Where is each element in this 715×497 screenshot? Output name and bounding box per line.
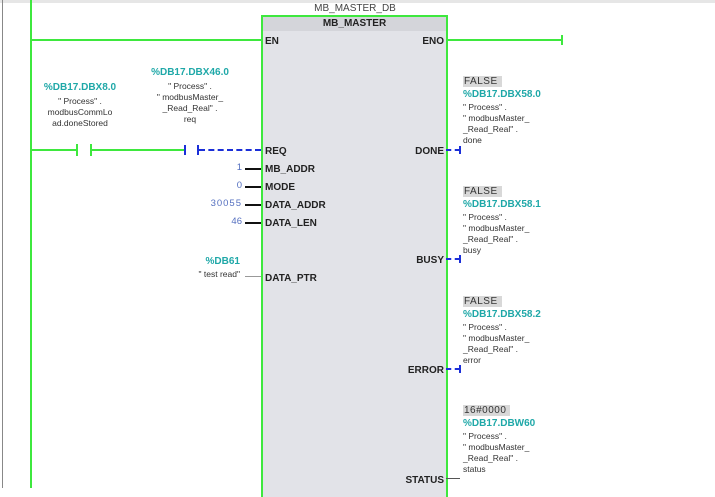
status-wire <box>446 478 460 479</box>
busy-symbol: " Process" . " modbusMaster_ _Read_Real"… <box>463 212 530 255</box>
busy-operand[interactable]: FALSE %DB17.DBX58.1 " Process" . " modbu… <box>463 181 541 256</box>
mode-value[interactable]: 0 <box>236 180 242 191</box>
pin-en: EN <box>265 36 279 47</box>
pin-data-len: DATA_LEN <box>265 218 317 229</box>
pin-data-ptr: DATA_PTR <box>265 273 317 284</box>
contact-2-label: %DB17.DBX46.0 " Process" . " modbusMaste… <box>148 67 232 125</box>
mb-master-block[interactable]: MB_MASTER EN REQ MB_ADDR MODE DATA_ADDR … <box>261 15 448 497</box>
pin-eno: ENO <box>422 36 444 47</box>
wire <box>245 186 261 188</box>
contact-2-address: %DB17.DBX46.0 <box>151 67 229 78</box>
done-coil-bar <box>459 146 461 154</box>
contact-right-bar <box>197 145 199 155</box>
pin-mb-addr: MB_ADDR <box>265 164 315 175</box>
window-edge <box>2 0 3 488</box>
eno-wire <box>446 39 562 41</box>
power-rail <box>30 0 32 488</box>
block-title: MB_MASTER <box>263 17 446 31</box>
data-ptr-operand[interactable]: %DB61 " test read" <box>180 256 240 280</box>
data-len-value[interactable]: 46 <box>231 216 242 227</box>
rung-wire <box>91 149 185 151</box>
instance-db-label: MB_MASTER_DB <box>314 3 396 14</box>
error-operand[interactable]: FALSE %DB17.DBX58.2 " Process" . " modbu… <box>463 291 541 366</box>
top-band <box>0 0 715 3</box>
pin-req: REQ <box>265 146 287 157</box>
error-address: %DB17.DBX58.2 <box>463 309 541 320</box>
contact-1-address: %DB17.DBX8.0 <box>43 82 117 93</box>
mb-addr-value[interactable]: 1 <box>236 162 242 173</box>
done-value: FALSE <box>463 76 502 87</box>
pin-data-addr: DATA_ADDR <box>265 200 326 211</box>
wire <box>245 168 261 170</box>
pin-error: ERROR <box>407 365 444 376</box>
busy-address: %DB17.DBX58.1 <box>463 199 541 210</box>
done-address: %DB17.DBX58.0 <box>463 89 541 100</box>
status-address: %DB17.DBW60 <box>463 418 536 429</box>
error-wire <box>446 368 460 370</box>
status-operand[interactable]: 16#0000 %DB17.DBW60 " Process" . " modbu… <box>463 400 535 475</box>
contact-1-label: %DB17.DBX8.0 " Process" . modbusCommLo a… <box>40 82 120 129</box>
status-symbol: " Process" . " modbusMaster_ _Read_Real"… <box>463 431 530 474</box>
busy-coil-bar <box>459 255 461 263</box>
eno-wire-end <box>561 35 563 45</box>
wire <box>245 276 261 277</box>
contact-2-symbol: " Process" . " modbusMaster_ _Read_Real"… <box>156 81 224 124</box>
contact-1-symbol: " Process" . modbusCommLo ad.doneStored <box>47 96 113 128</box>
data-ptr-symbol: " test read" <box>198 269 240 279</box>
busy-wire <box>446 258 460 260</box>
wire <box>245 222 261 224</box>
en-wire <box>31 39 261 41</box>
pin-status: STATUS <box>405 475 444 486</box>
pin-busy: BUSY <box>416 255 444 266</box>
error-coil-bar <box>459 365 461 373</box>
done-wire <box>446 149 460 151</box>
status-value: 16#0000 <box>463 405 511 416</box>
data-addr-value[interactable]: 30055 <box>210 198 242 209</box>
contact-left-bar <box>76 144 78 156</box>
contact-left-bar <box>184 145 186 155</box>
pin-done: DONE <box>415 146 444 157</box>
rung-wire <box>31 149 77 151</box>
done-symbol: " Process" . " modbusMaster_ _Read_Real"… <box>463 102 530 145</box>
done-operand[interactable]: FALSE %DB17.DBX58.0 " Process" . " modbu… <box>463 71 541 146</box>
pin-mode: MODE <box>265 182 295 193</box>
error-symbol: " Process" . " modbusMaster_ _Read_Real"… <box>463 322 530 365</box>
error-value: FALSE <box>463 296 502 307</box>
data-ptr-address: %DB61 <box>205 256 240 267</box>
busy-value: FALSE <box>463 186 502 197</box>
wire <box>245 204 261 206</box>
req-wire <box>199 149 261 151</box>
